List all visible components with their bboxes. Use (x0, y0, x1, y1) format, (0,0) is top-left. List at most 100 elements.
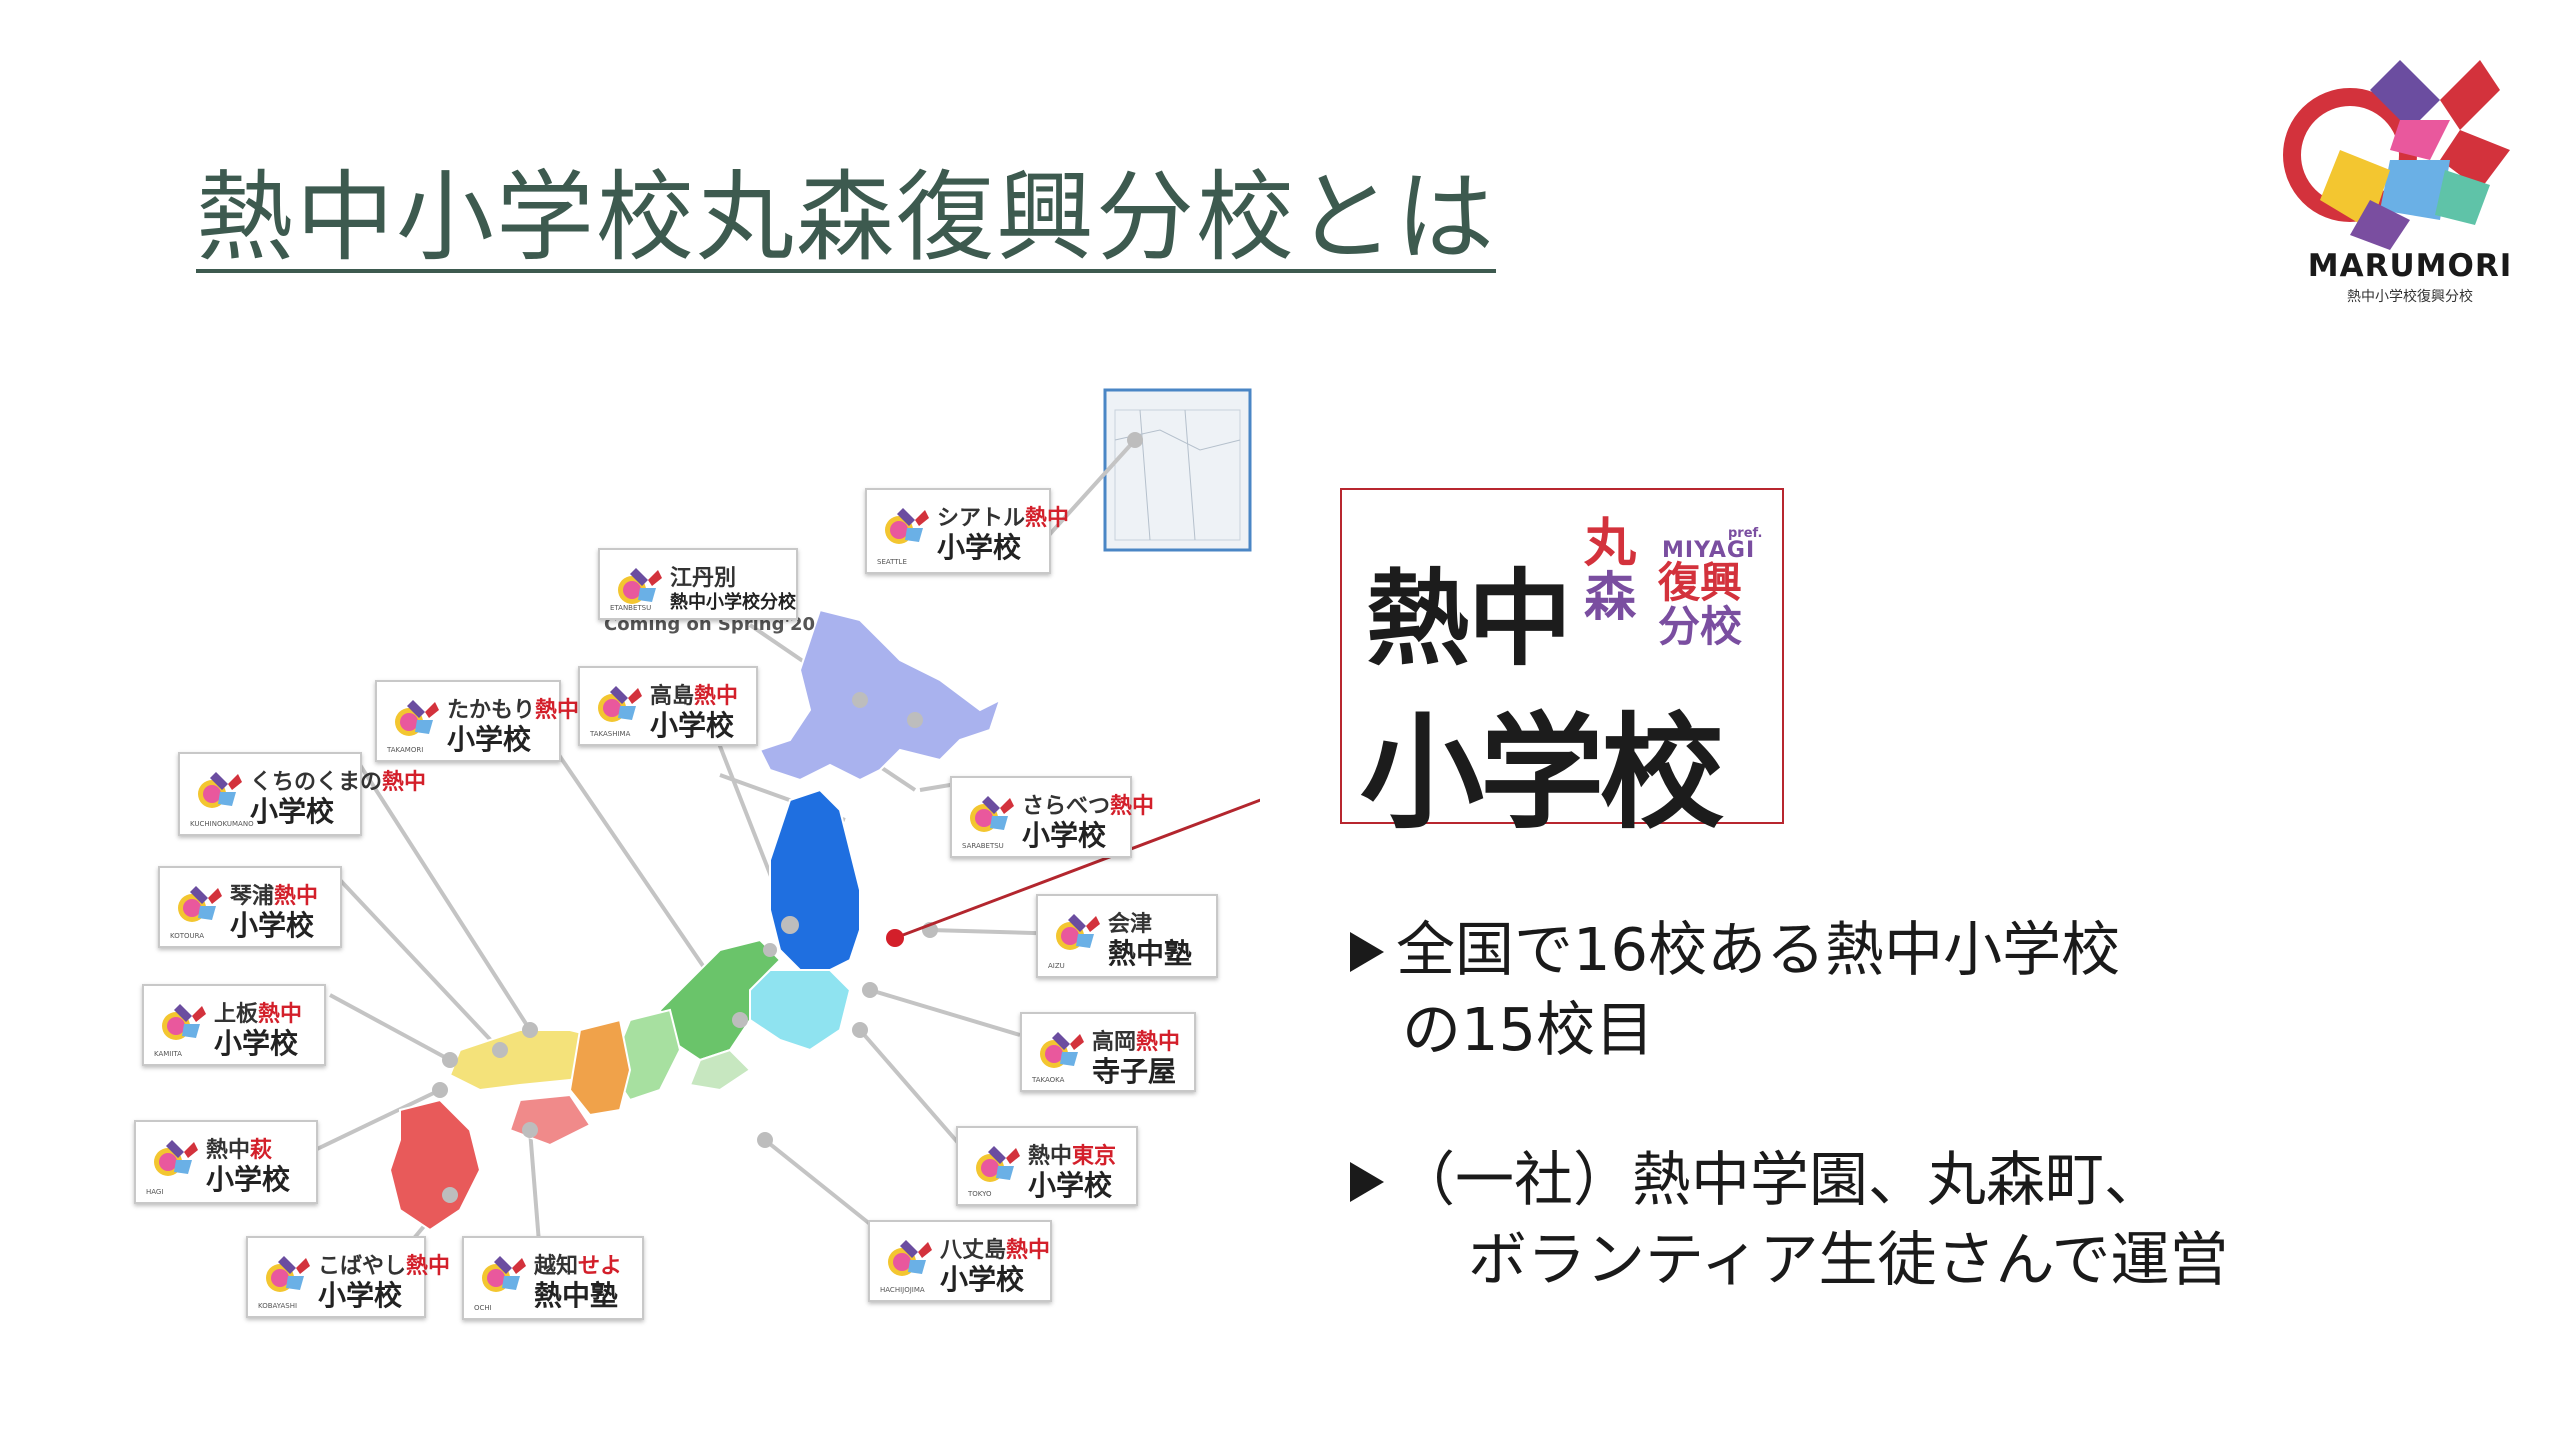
school-card-type: 小学校 (1022, 819, 1107, 852)
bullet-triangle-icon (1350, 932, 1384, 972)
school-card-romaji: SEATTLE (877, 558, 907, 566)
school-card-romaji: KOTOURA (170, 932, 204, 940)
region-shikoku (508, 1093, 592, 1147)
school-card-name: 会津 (1108, 912, 1153, 937)
bullet-2-line-2: ボランティア生徒さんで運営 (1468, 1225, 2229, 1294)
school-card-type: 小学校 (214, 1027, 299, 1060)
school-card-romaji: HAGI (146, 1188, 164, 1196)
region-hokkaido (758, 608, 1002, 782)
school-card-name: こばやし熱中 (318, 1254, 451, 1279)
school-card-type: 小学校 (230, 909, 315, 942)
bullet-1-line-2: の15校目 (1402, 995, 1655, 1064)
logo-wordmark: MARUMORI (2307, 248, 2513, 284)
logo-shape-teal (2435, 170, 2490, 225)
school-card-name: 熱中東京 (1028, 1144, 1117, 1169)
school-logo-icon (482, 1256, 526, 1292)
school-card-name: たかもり熱中 (447, 698, 580, 723)
school-card-kamiita: 上板熱中小学校 KAMIITA (142, 984, 326, 1066)
school-card-romaji: KAMIITA (154, 1050, 182, 1058)
school-logo-icon (970, 796, 1014, 832)
slide-title: 熱中小学校丸森復興分校とは (196, 161, 1497, 275)
school-card-romaji: SARABETSU (962, 842, 1004, 850)
marumori-dot (886, 929, 904, 947)
logo-subtitle: 熱中小学校復興分校 (2347, 289, 2473, 305)
school-logo-icon (1056, 914, 1100, 950)
school-card-name: 高島熱中 (650, 684, 739, 709)
school-card-romaji: KUCHINOKUMANO (190, 820, 254, 828)
school-card-type: 小学校 (250, 795, 335, 828)
school-card-kobayashi: こばやし熱中小学校 KOBAYASHI (246, 1236, 450, 1318)
feature-netchu: 熱中 (1366, 558, 1572, 680)
school-card-hachijojima: 八丈島熱中小学校 HACHIJOJIMA (868, 1220, 1052, 1302)
school-card-hagi: 熱中萩小学校 HAGI (134, 1120, 318, 1204)
school-card-type: 熱中小学校分校 (670, 592, 796, 613)
region-shikoku-east (568, 1018, 632, 1117)
school-card-romaji: HACHIJOJIMA (880, 1286, 925, 1294)
bullet-1-line-1: 全国で16校ある熱中小学校 (1396, 915, 2121, 984)
school-logo-icon (178, 886, 222, 922)
region-tohoku (769, 788, 861, 971)
school-card-ochi: 越知せよ熱中塾 OCHI (462, 1236, 644, 1320)
school-logo-icon (618, 568, 662, 604)
feature-bunko: 分校 (1658, 602, 1743, 651)
school-logo-icon (1040, 1032, 1084, 1068)
school-card-type: 熱中塾 (534, 1279, 619, 1312)
school-card-name: 上板熱中 (214, 1002, 303, 1027)
school-card-tokyo: 熱中東京小学校 TOKYO (956, 1126, 1138, 1206)
school-card-romaji: ETANBETSU (610, 604, 652, 612)
school-logo-icon (885, 508, 929, 544)
school-card-seattle: シアトル熱中小学校 SEATTLE (865, 488, 1069, 574)
school-card-type: 小学校 (937, 531, 1022, 564)
feature-fukko: 復興 (1658, 558, 1743, 607)
bullet-triangle-icon (1350, 1162, 1384, 1202)
school-card-type: 小学校 (650, 709, 735, 742)
school-card-type: 小学校 (1028, 1169, 1113, 1202)
japan-map (314, 388, 1260, 1257)
logo-shape-red2 (2440, 130, 2510, 190)
school-card-etanbetsu: 江丹別熱中小学校分校 ETANBETSU (598, 548, 798, 620)
feature-maru: 丸 (1584, 514, 1637, 574)
school-card-type: 熱中塾 (1108, 937, 1193, 970)
feature-miyagi: MIYAGI (1662, 538, 1756, 563)
school-card-type: 小学校 (940, 1263, 1025, 1296)
school-card-name: 八丈島熱中 (940, 1238, 1051, 1263)
school-card-romaji: TOKYO (968, 1190, 992, 1198)
school-card-type: 寺子屋 (1092, 1055, 1177, 1088)
school-logo-icon (598, 686, 642, 722)
region-kanto (749, 969, 852, 1052)
school-card-type: 小学校 (206, 1163, 291, 1196)
school-card-name: さらべつ熱中 (1022, 794, 1155, 819)
school-card-name: 高岡熱中 (1092, 1030, 1181, 1055)
school-card-sarabetsu: さらべつ熱中小学校 SARABETSU (950, 776, 1154, 858)
bullet-2: （一社）熱中学園、丸森町、 ボランティア生徒さんで運営 (1350, 1140, 2229, 1300)
bullet-2-line-1: （一社）熱中学園、丸森町、 (1396, 1145, 2164, 1214)
school-card-romaji: OCHI (474, 1304, 492, 1312)
us-inset-grid (1114, 409, 1241, 541)
school-card-name: 熱中萩 (206, 1138, 273, 1163)
school-card-romaji: KOBAYASHI (258, 1302, 298, 1310)
school-card-romaji: AIZU (1048, 962, 1065, 970)
school-logo-icon (162, 1004, 206, 1040)
logo-shape-blue (2380, 160, 2450, 220)
school-card-name: シアトル熱中 (937, 506, 1070, 531)
school-card-takashima: 高島熱中小学校 TAKASHIMA (578, 666, 758, 746)
marumori-logo (2283, 60, 2510, 250)
school-card-type: 小学校 (447, 723, 532, 756)
bullet-1: 全国で16校ある熱中小学校 の15校目 (1350, 910, 2120, 1070)
marumori-feature-card: 熱中 丸 森 pref. MIYAGI 復興 分校 小学校 (1340, 488, 1784, 846)
school-logo-icon (888, 1240, 932, 1276)
logo-shape-pink (2390, 120, 2450, 160)
school-card-romaji: TAKASHIMA (590, 730, 631, 738)
logo-shape-red (2440, 60, 2500, 130)
school-card-name: 越知せよ (534, 1254, 623, 1279)
school-card-name: くちのくまの熱中 (250, 770, 427, 795)
school-card-aizu: 会津熱中塾 AIZU (1036, 894, 1218, 978)
school-card-type: 小学校 (318, 1279, 403, 1312)
logo-shape-violet (2350, 200, 2410, 250)
school-logo-icon (154, 1140, 198, 1176)
school-card-name: 江丹別 (670, 566, 737, 591)
